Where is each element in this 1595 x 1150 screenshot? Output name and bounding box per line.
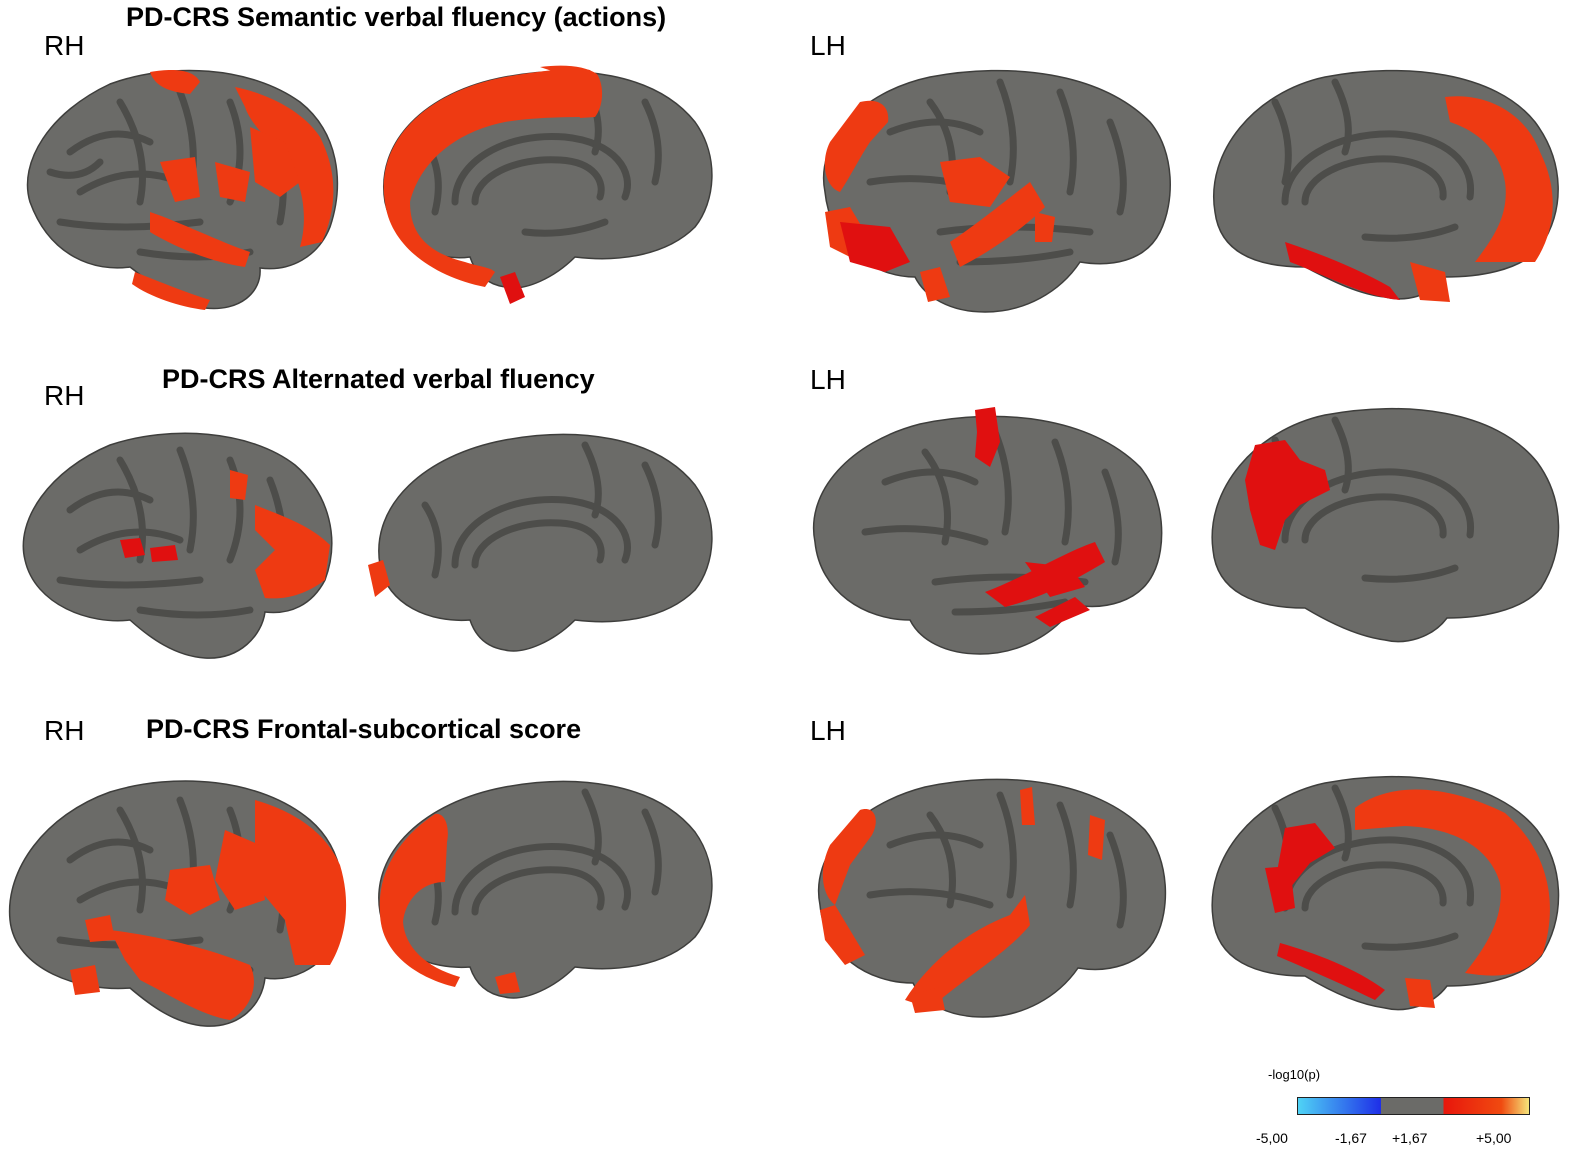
rh-medial-brain-alternated bbox=[368, 433, 713, 652]
lh-medial-brain-frontal bbox=[1211, 775, 1560, 1011]
rh-lateral-brain-semantic bbox=[26, 69, 339, 310]
panel-1-title: PD-CRS Semantic verbal fluency (actions) bbox=[126, 2, 667, 32]
panel-2-rh-label: RH bbox=[44, 380, 85, 411]
panel-3-rh-label: RH bbox=[44, 715, 85, 746]
legend-tick-neg-threshold: -1,67 bbox=[1335, 1130, 1367, 1146]
panel-3-title: PD-CRS Frontal-subcortical score bbox=[146, 714, 582, 744]
legend-colorbar bbox=[1297, 1097, 1530, 1115]
legend-title: -log10(p) bbox=[1268, 1067, 1321, 1082]
panel-3-lh-label: LH bbox=[810, 715, 846, 746]
rh-lateral-brain-frontal bbox=[8, 780, 347, 1027]
lh-medial-brain-semantic bbox=[1213, 69, 1559, 302]
lh-lateral-brain-alternated bbox=[812, 407, 1163, 655]
rh-lateral-brain-alternated bbox=[22, 432, 333, 659]
panel-2-lh-label: LH bbox=[810, 364, 846, 395]
lh-lateral-brain-semantic bbox=[822, 69, 1171, 313]
lh-lateral-brain-frontal bbox=[817, 778, 1167, 1018]
panel-2-title: PD-CRS Alternated verbal fluency bbox=[162, 364, 595, 394]
legend-tick-min: -5,00 bbox=[1256, 1130, 1288, 1146]
panel-1-lh-label: LH bbox=[810, 30, 846, 61]
legend-tick-pos-threshold: +1,67 bbox=[1392, 1130, 1428, 1146]
rh-medial-brain-frontal bbox=[378, 780, 713, 999]
legend-tick-max: +5,00 bbox=[1476, 1130, 1512, 1146]
panel-1-rh-label: RH bbox=[44, 30, 85, 61]
rh-medial-brain-semantic bbox=[383, 65, 713, 304]
lh-medial-brain-alternated bbox=[1211, 407, 1560, 643]
